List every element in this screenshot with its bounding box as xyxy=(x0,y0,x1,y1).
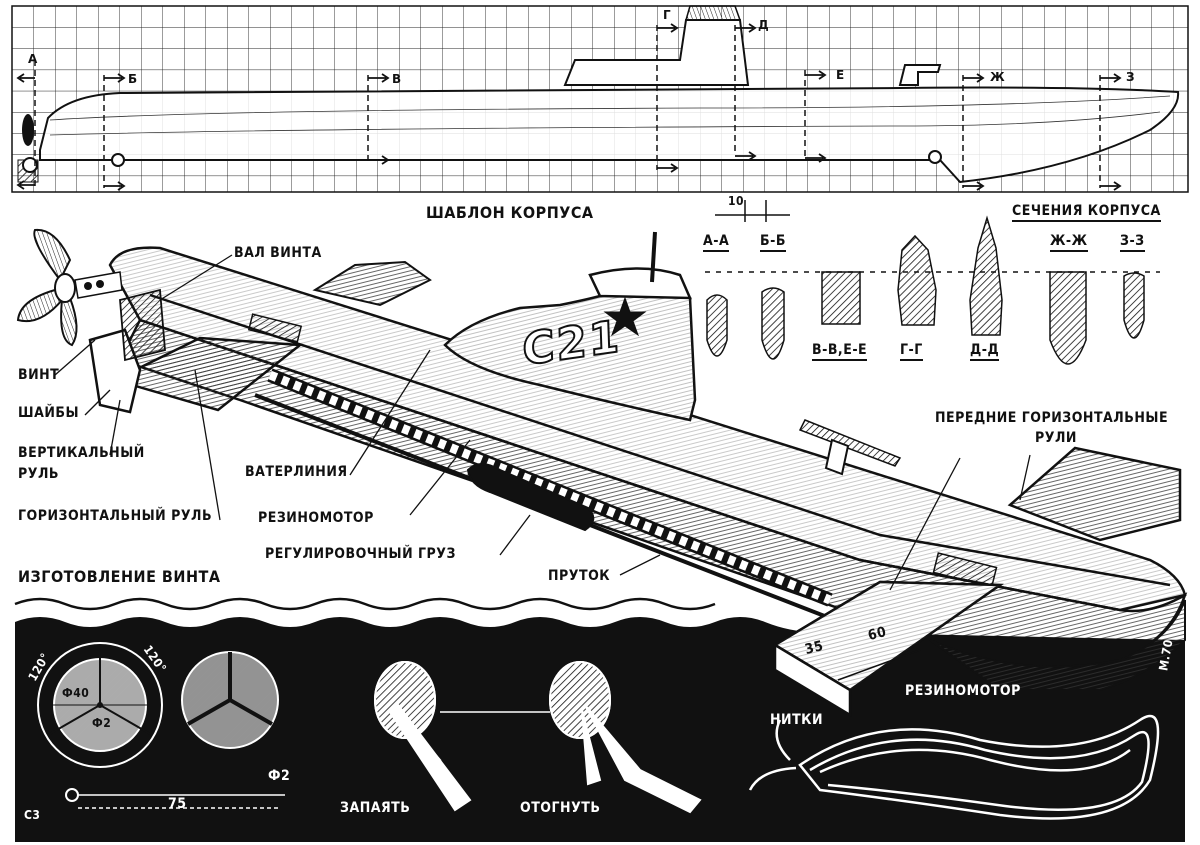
wire-length: 75 xyxy=(168,796,187,812)
label-threads: НИТКИ xyxy=(770,712,824,728)
mark-a: А xyxy=(28,52,38,66)
label-rod: ПРУТОК xyxy=(548,568,611,584)
label-solder: ЗАПАЯТЬ xyxy=(340,800,411,816)
scale-label: 10 xyxy=(728,194,745,208)
rubber-motor-twisted xyxy=(267,368,833,607)
section-cut-lines xyxy=(34,25,1101,188)
section-label-bb: Б-Б xyxy=(760,233,786,252)
section-label-zz: З-З xyxy=(1120,233,1145,252)
section-label-dd: Д-Д xyxy=(970,342,1000,361)
label-rubber-motor: РЕЗИНОМОТОР xyxy=(258,510,374,526)
steel-grade: С3 xyxy=(24,808,41,822)
wire-diameter: Ф2 xyxy=(268,768,291,784)
section-label-gg: Г-Г xyxy=(900,342,923,361)
rubber-motor-loops xyxy=(748,714,1160,820)
label-propeller: ВИНТ xyxy=(18,367,60,383)
section-label-zhzh: Ж-Ж xyxy=(1050,233,1088,252)
label-waterline: ВАТЕРЛИНИЯ xyxy=(245,464,348,480)
propeller-steps xyxy=(37,642,1160,820)
mark-e: Е xyxy=(836,68,845,82)
rear-horizontal-rudder xyxy=(111,336,304,412)
label-front-rudders: ПЕРЕДНИЕ ГОРИЗОНТАЛЬНЫЕ xyxy=(935,410,1169,426)
label-vertical-rudder-2: РУЛЬ xyxy=(18,466,59,482)
front-upper-rudder xyxy=(1007,446,1182,542)
label-rubber-motor-loops: РЕЗИНОМОТОР xyxy=(905,683,1021,699)
label-vertical-rudder: ВЕРТИКАЛЬНЫЙ xyxy=(18,445,145,461)
template-title: ШАБЛОН КОРПУСА xyxy=(426,203,594,222)
label-bend: ОТОГНУТЬ xyxy=(520,800,601,816)
hull-template xyxy=(11,5,1189,222)
ballast-weight xyxy=(466,463,595,532)
mark-g: Г xyxy=(663,8,671,22)
diameter-outer: Ф40 xyxy=(62,686,90,700)
mark-zh: Ж xyxy=(990,70,1005,84)
mark-d: Д xyxy=(758,18,769,32)
label-propeller-shaft: ВАЛ ВИНТА xyxy=(234,245,322,261)
propeller-making-title: ИЗГОТОВЛЕНИЕ ВИНТА xyxy=(18,567,221,586)
section-label-vv-ee: В-В,Е-Е xyxy=(812,342,868,361)
sections-title: СЕЧЕНИЯ КОРПУСА xyxy=(1012,203,1161,222)
propeller-drawing xyxy=(16,228,123,347)
section-arrows xyxy=(16,23,1122,191)
mark-b: Б xyxy=(128,72,138,86)
hull-sections xyxy=(705,215,1160,365)
mark-v: В xyxy=(392,72,402,86)
submarine-model xyxy=(16,228,1188,718)
diameter-inner: Ф2 xyxy=(92,716,112,730)
label-front-rudders-2: РУЛИ xyxy=(1035,430,1077,446)
label-horizontal-rudder: ГОРИЗОНТАЛЬНЫЙ РУЛЬ xyxy=(18,508,213,524)
label-ballast: РЕГУЛИРОВОЧНЫЙ ГРУЗ xyxy=(265,546,456,562)
label-washers: ШАЙБЫ xyxy=(18,405,80,421)
leader-lines xyxy=(54,254,1031,591)
section-label-aa: А-А xyxy=(703,233,730,252)
scale-bar xyxy=(715,200,790,222)
mark-z: З xyxy=(1126,70,1135,84)
